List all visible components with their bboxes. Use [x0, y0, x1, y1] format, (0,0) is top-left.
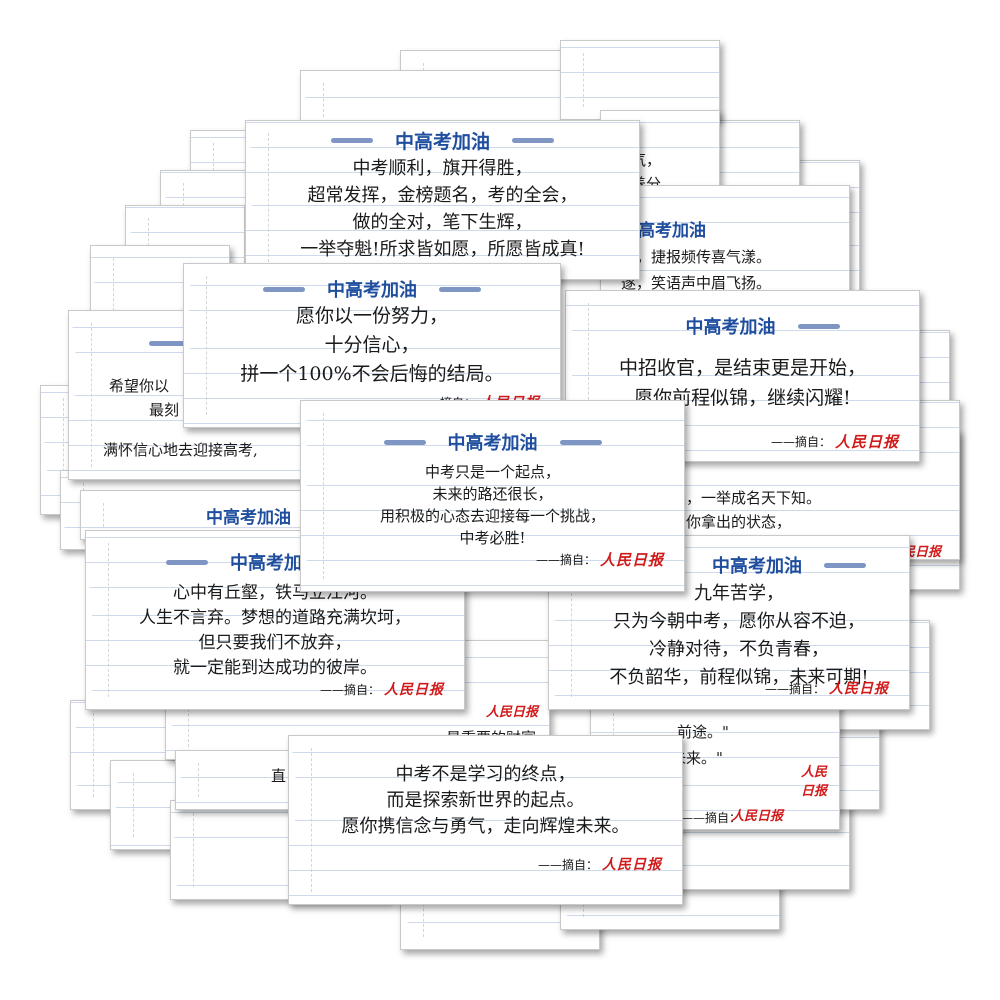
- source-label: ——摘自：: [770, 435, 831, 449]
- source-label: ——摘自：: [319, 682, 380, 697]
- newspaper-logo: 人民日报: [486, 705, 539, 720]
- source-label: ——摘自：: [681, 811, 742, 825]
- partial-text: 劳，捷报频传喜气漾。: [621, 248, 772, 266]
- quote-text: 中考顺利，旗开得胜， 超常发挥，金榜题名，考的全会， 做的全对，笔下生辉， 一举…: [246, 155, 639, 263]
- card-title: 中高考加油: [712, 556, 802, 577]
- quote-line: 愿你携信念与勇气，走向辉煌未来。: [341, 816, 630, 837]
- card-title: 中高考加油: [206, 508, 291, 528]
- quote-line: 用积极的心态去迎接每一个挑战，: [379, 507, 605, 525]
- title-bar: [512, 138, 554, 143]
- quote-card-center: 中高考加油 中考只是一个起点， 未来的路还很长， 用积极的心态去迎接每一个挑战，…: [300, 400, 685, 592]
- quote-line: 中考顺利，旗开得胜，: [352, 158, 533, 179]
- source-signature: ——摘自： 人民日报: [771, 431, 899, 452]
- quote-line: 超常发挥，金榜题名，考的全会，: [307, 185, 578, 206]
- card-header: 中高考加油: [301, 429, 684, 455]
- quote-line: 不负韶华，前程似锦，未来可期!: [609, 667, 869, 688]
- newspaper-logo: 人民日报: [834, 433, 899, 451]
- card-header: 中高考加油: [606, 313, 919, 339]
- quote-line: 做的全对，笔下生辉，: [352, 212, 533, 233]
- newspaper-logo: 人民日报: [599, 551, 664, 569]
- title-bar: [824, 562, 866, 568]
- quote-line: 中考不是学习的终点，: [395, 764, 576, 785]
- card-header: 中高考加油: [669, 552, 909, 578]
- card-title: 中高考加油: [621, 221, 706, 241]
- quote-line: 而是探索新世界的起点。: [386, 790, 585, 811]
- partial-text: 希望你以: [109, 377, 170, 395]
- partial-text: 满怀信心地去迎接高考,: [103, 441, 258, 459]
- card-title: 中高考加油: [230, 553, 320, 574]
- title-bar: [383, 439, 426, 445]
- source-signature: ——摘自： 人民日报: [538, 854, 662, 874]
- card-title: 中高考加油: [685, 317, 776, 338]
- quote-line: 但只要我们不放弃，: [198, 633, 352, 653]
- source-label: ——摘自：: [537, 857, 598, 872]
- quote-text: 中考只是一个起点， 未来的路还很长， 用积极的心态去迎接每一个挑战， 中考必胜!: [301, 461, 684, 549]
- title-bar: [439, 286, 481, 292]
- quote-card-right-lower: 中高考加油 九年苦学， 只为今朝中考，愿你从容不迫， 冷静对待，不负青春， 不负…: [548, 535, 910, 710]
- quote-line: 未来的路还很长，: [432, 485, 553, 503]
- partial-text: 前途。": [677, 723, 729, 741]
- quote-line: 中考必胜!: [459, 529, 526, 547]
- card-header: 中高考加油: [184, 276, 560, 302]
- quote-line: 愿你以一份努力，: [295, 305, 448, 327]
- newspaper-logo: 人民日报: [829, 681, 889, 697]
- partial-text: 直: [271, 767, 287, 785]
- title-bar: [166, 559, 208, 565]
- title-bar: [330, 138, 373, 143]
- quote-line: 十分信心，: [324, 334, 420, 356]
- newspaper-logo: 人民日报: [801, 765, 828, 799]
- background-card: [560, 40, 720, 120]
- partial-text: 未来。": [671, 749, 723, 767]
- quote-line: 一举夺魁!所求皆如愿，所愿皆成真!: [300, 239, 585, 260]
- card-title: 中高考加油: [394, 131, 490, 153]
- quote-line: 中招收官，是结束更是开始，: [618, 357, 866, 379]
- card-header: 中高考加油: [246, 127, 639, 154]
- card-title: 中高考加油: [447, 433, 538, 454]
- quote-text: 中招收官，是结束更是开始， 愿你前程似锦，继续闪耀!: [566, 353, 919, 413]
- quote-text: 愿你以一份努力， 十分信心， 拼一个100%不会后悔的结局。: [184, 302, 560, 389]
- quote-line: 冷静对待，不负青春，: [649, 639, 829, 660]
- quote-text: 心中有丘壑，铁马立江河。 人生不言弃。梦想的道路充满坎坷， 但只要我们不放弃， …: [86, 581, 464, 681]
- quote-card-top: 中高考加油 中考顺利，旗开得胜， 超常发挥，金榜题名，考的全会， 做的全对，笔下…: [245, 120, 640, 280]
- quote-line: 拼一个100%不会后悔的结局。: [240, 363, 504, 385]
- source-label: ——摘自：: [535, 553, 596, 567]
- quote-card-bottom: 中考不是学习的终点， 而是探索新世界的起点。 愿你携信念与勇气，走向辉煌未来。 …: [288, 735, 683, 905]
- quote-line: 人生不言弃。梦想的道路充满坎坷，: [139, 608, 411, 628]
- quote-text: 中考不是学习的终点， 而是探索新世界的起点。 愿你携信念与勇气，走向辉煌未来。: [289, 762, 682, 840]
- title-bar: [797, 323, 840, 329]
- quote-line: 就一定能到达成功的彼岸。: [173, 658, 377, 678]
- quote-line: 九年苦学，: [694, 583, 784, 604]
- quote-text: 九年苦学， 只为今朝中考，愿你从容不迫， 冷静对待，不负青春， 不负韶华，前程似…: [569, 580, 909, 692]
- partial-text: 遂，笑语声中眉飞扬。: [621, 274, 772, 292]
- source-label: ——摘自：: [764, 681, 825, 696]
- quote-line: 愿你前程似锦，继续闪耀!: [634, 387, 851, 409]
- card-title: 中高考加油: [327, 280, 417, 301]
- quote-line: 只为今朝中考，愿你从容不迫，: [613, 611, 865, 632]
- title-bar: [559, 439, 602, 445]
- newspaper-logo: 人民日报: [384, 682, 444, 698]
- title-bar: [263, 286, 305, 292]
- partial-card-right: 中高考加油 劳，捷报频传喜气漾。 遂，笑语声中眉飞扬。: [600, 185, 850, 310]
- partial-text: 最刻: [149, 401, 180, 419]
- newspaper-logo: 人民日报: [731, 809, 784, 824]
- partial-text: 窗苦读，一举成名天下知。: [641, 489, 822, 507]
- source-signature: ——摘自： 人民日报: [536, 549, 664, 570]
- source-signature: ——摘自： 人民日报: [765, 678, 889, 698]
- source-signature: ——摘自： 人民日报: [320, 679, 444, 699]
- quote-line: 中考只是一个起点，: [424, 463, 560, 481]
- title-bar: [149, 341, 191, 346]
- quote-card-left-lower: 中高考加油 心中有丘壑，铁马立江河。 人生不言弃。梦想的道路充满坎坷， 但只要我…: [85, 530, 465, 710]
- newspaper-logo: 人民日报: [602, 857, 662, 873]
